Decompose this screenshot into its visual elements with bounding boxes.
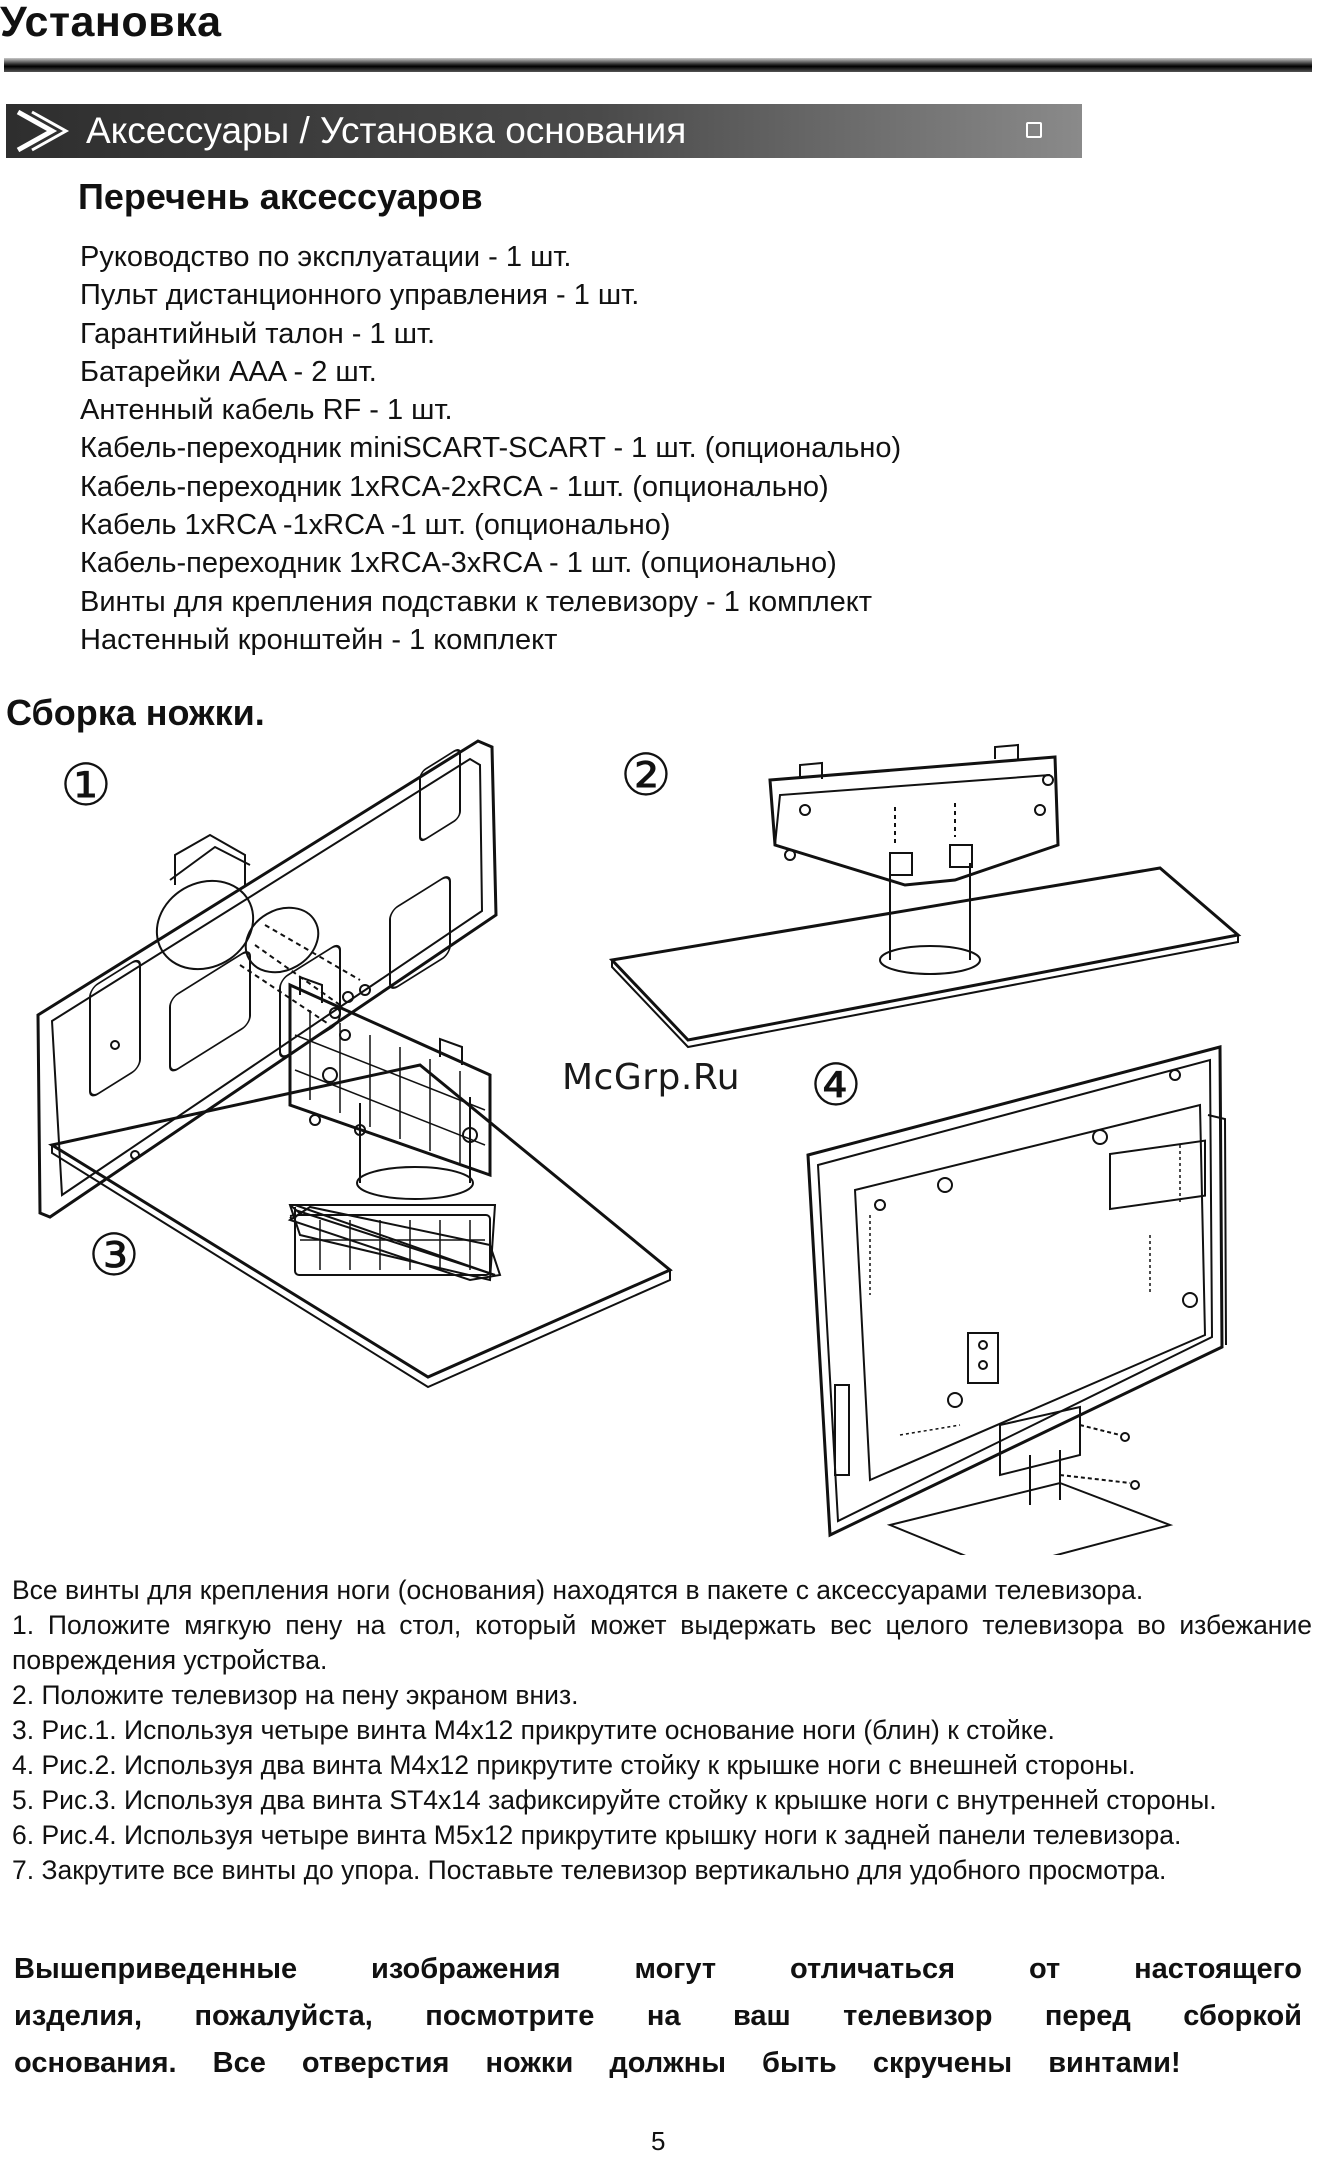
title-divider — [4, 58, 1312, 72]
figure-1-base-plate: ① — [36, 739, 498, 1219]
instruction-line: 1. Положите мягкую пену на стол, который… — [12, 1610, 1312, 1675]
accessories-heading: Перечень аксессуаров — [78, 176, 483, 217]
section-header-bar: Аксессуары / Установка основания — [6, 104, 1082, 158]
list-item: Батарейки AAA - 2 шт. — [80, 355, 377, 388]
warning-line: Вышеприведенные изображения могут отлича… — [14, 1953, 1302, 1985]
figure-label-2: ② — [620, 741, 672, 809]
warning-line: изделия, пожалуйста, посмотрите на ваш т… — [14, 2000, 1302, 2032]
figure-2-base-bracket: ② — [608, 741, 1242, 1049]
figure-4-tv-back: ④ — [806, 1045, 1227, 1555]
instruction-line: Все винты для крепления ноги (основания)… — [12, 1575, 1144, 1605]
instruction-line: 6. Рис.4. Используя четыре винта M5x12 п… — [12, 1820, 1182, 1850]
watermark-text: McGrp.Ru — [562, 1057, 741, 1098]
figure-label-3: ③ — [88, 1221, 140, 1289]
list-item: Настенный кронштейн - 1 комплект — [80, 623, 558, 656]
list-item: Пульт дистанционного управления - 1 шт. — [80, 279, 640, 312]
section-title: Аксессуары / Установка основания — [86, 110, 687, 151]
figure-label-1: ① — [60, 751, 112, 819]
accessories-list: Руководство по эксплуатации - 1 шт. Пуль… — [80, 238, 901, 659]
list-item: Руководство по эксплуатации - 1 шт. — [80, 241, 572, 273]
instruction-line: 3. Рис.1. Используя четыре винта M4x12 п… — [12, 1715, 1055, 1745]
instruction-line: 7. Закрутите все винты до упора. Поставь… — [12, 1855, 1167, 1885]
assembly-heading: Сборка ножки. — [6, 692, 265, 733]
assembly-illustrations: ① ② ③ — [36, 739, 1242, 1555]
list-item: Винты для крепления подставки к телевизо… — [80, 585, 873, 618]
list-item: Кабель-переходник miniSCART-SCART - 1 шт… — [80, 432, 902, 465]
warning-line: основания. Все отверстия ножки должны бы… — [14, 2047, 1181, 2079]
instruction-line: 5. Рис.3. Используя два винта ST4x14 заф… — [12, 1785, 1217, 1815]
warning-note: Вышеприведенные изображения могут отлича… — [14, 1946, 1302, 2087]
instructions-block: Все винты для крепления ноги (основания)… — [12, 1573, 1312, 1888]
instruction-line: 2. Положите телевизор на пену экраном вн… — [12, 1680, 579, 1710]
list-item: Кабель-переходник 1xRCA-2xRCA - 1шт. (оп… — [80, 470, 829, 503]
list-item: Гарантийный талон - 1 шт. — [80, 317, 436, 350]
list-item: Кабель-переходник 1xRCA-3xRCA - 1 шт. (о… — [80, 547, 837, 580]
chevron-right-icon — [16, 109, 70, 153]
square-icon — [1026, 122, 1042, 138]
page-title: Установка — [0, 0, 222, 46]
page-number: 5 — [651, 2126, 666, 2156]
list-item: Кабель 1xRCA -1xRCA -1 шт. (опционально) — [80, 509, 671, 542]
instruction-line: 4. Рис.2. Используя два винта M4x12 прик… — [12, 1750, 1136, 1780]
figure-3-inner-bracket: ③ — [48, 975, 673, 1389]
figure-label-4: ④ — [810, 1051, 862, 1119]
list-item: Антенный кабель RF - 1 шт. — [80, 394, 453, 427]
